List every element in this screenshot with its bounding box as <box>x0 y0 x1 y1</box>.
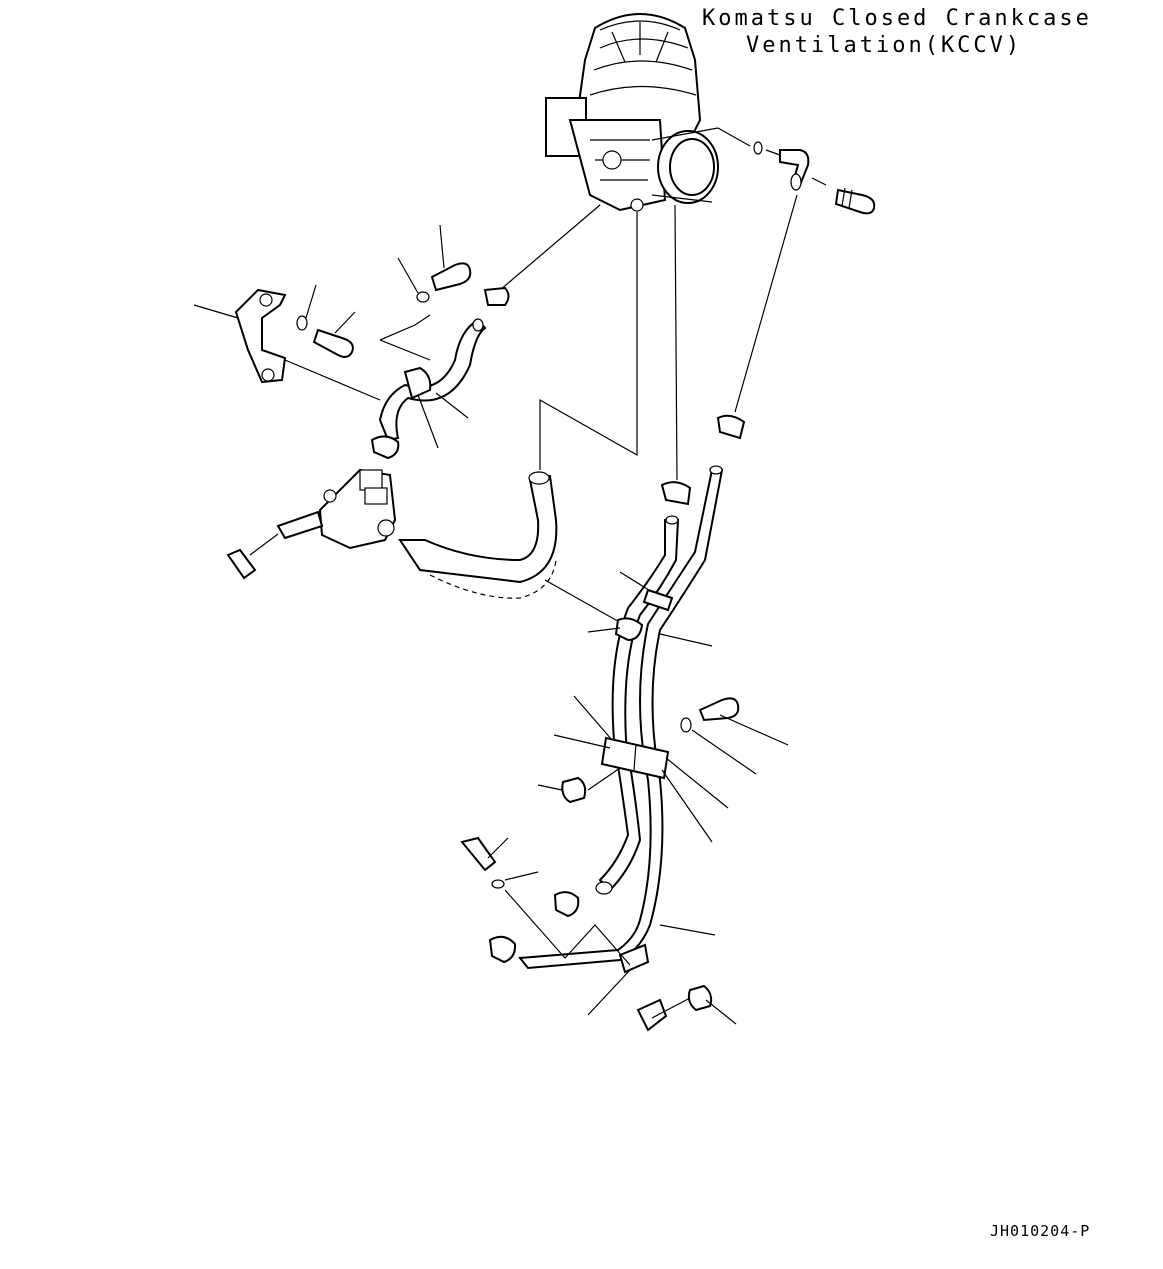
valve-body <box>226 468 397 580</box>
kccv-right-fittings <box>717 127 876 215</box>
main-breather-hose <box>398 471 631 629</box>
leader-lines-lower <box>487 571 789 1025</box>
bracket-bolts <box>296 224 472 358</box>
mounting-bracket <box>193 288 381 401</box>
clamp-fasteners <box>460 697 740 1032</box>
drawing-code: JH010204-P <box>990 1222 1091 1240</box>
hose-clamps <box>600 414 746 974</box>
leader-line <box>499 204 601 291</box>
leader-line <box>539 212 638 470</box>
leader-line <box>674 204 678 481</box>
diagram-title-line-2: Ventilation(KCCV) <box>746 33 1023 58</box>
kccv-unit <box>545 13 719 212</box>
diagram-title-line-1: Komatsu Closed Crankcase <box>702 6 1092 31</box>
leader-line <box>734 194 798 413</box>
long-hose-pair <box>518 465 724 970</box>
small-hose-assembly <box>370 286 510 460</box>
